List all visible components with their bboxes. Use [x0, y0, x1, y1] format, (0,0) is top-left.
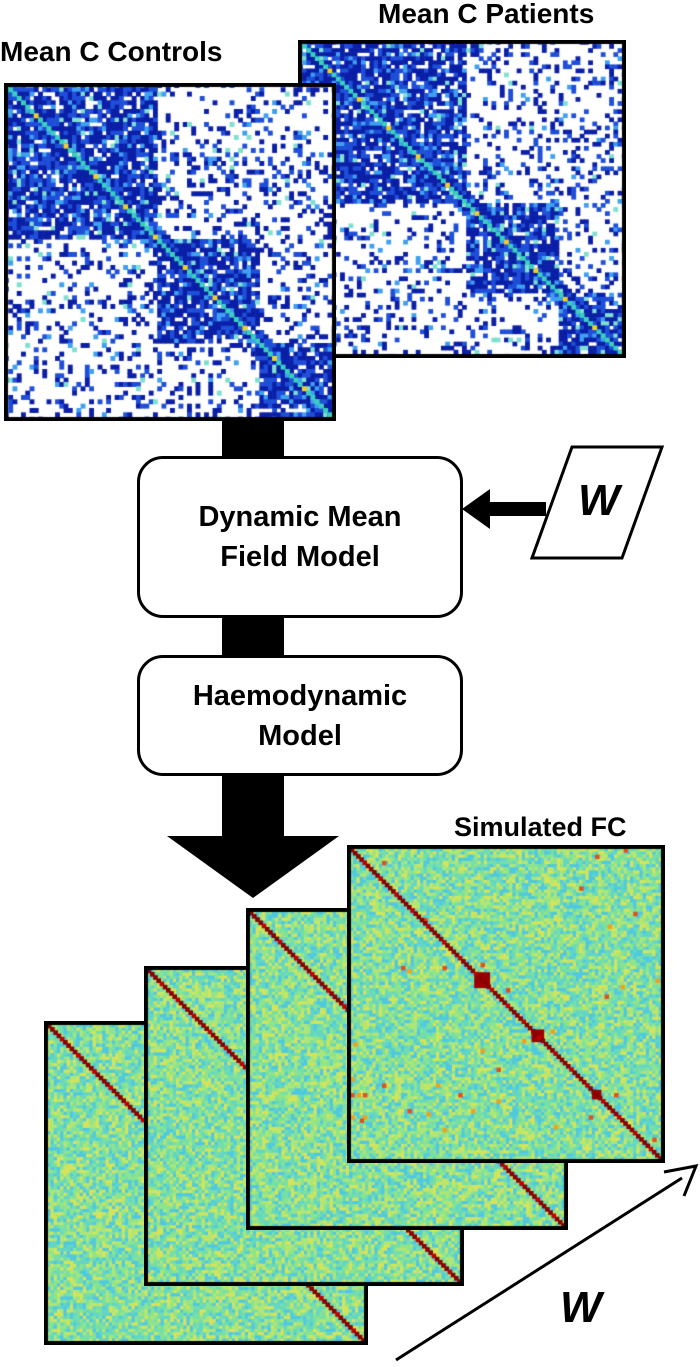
w-axis-symbol: W: [560, 1283, 602, 1332]
patients-connectivity-matrix: [298, 40, 626, 358]
connector-bar-top: [222, 421, 284, 461]
simulated-fc-matrix-4: [347, 845, 665, 1163]
w-axis-arrowhead: [663, 1164, 699, 1197]
w-input-arrow-shaft: [486, 502, 546, 516]
w-axis-line: [395, 1176, 683, 1362]
w-symbol: W: [578, 476, 620, 525]
down-arrow-head: [167, 836, 339, 898]
dynamic-mean-field-model-box: Dynamic Mean Field Model: [137, 456, 463, 618]
haemodynamic-model-box: Haemodynamic Model: [137, 655, 463, 776]
connector-bar-middle: [222, 616, 284, 658]
simulated-fc-title: Simulated FC: [454, 812, 627, 842]
dynamic-mean-field-model-label: Dynamic Mean Field Model: [198, 501, 402, 573]
connector-bar-bottom: [222, 774, 284, 838]
haemodynamic-model-label: Haemodynamic Model: [192, 679, 408, 752]
controls-matrix-title: Mean C Controls: [0, 36, 223, 67]
w-parallelogram: [529, 445, 665, 560]
patients-matrix-title: Mean C Patients: [378, 0, 595, 29]
w-input-arrow-head: [462, 489, 490, 529]
controls-connectivity-matrix: [4, 83, 336, 421]
